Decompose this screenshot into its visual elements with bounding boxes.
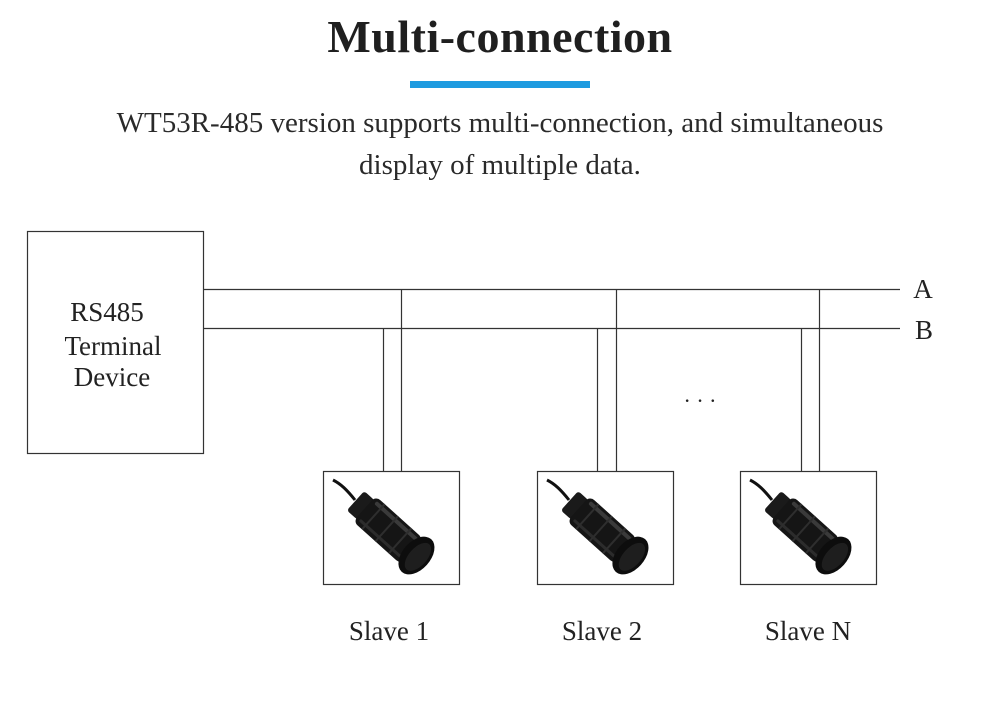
slave-n-box: [739, 470, 878, 586]
slave-1-box: [322, 470, 461, 586]
terminal-device-box: [26, 230, 205, 455]
title-underline: [410, 81, 590, 88]
slave-2-box: [536, 470, 675, 586]
slave-n-connection: [800, 289, 821, 471]
terminal-label-line-2: Terminal: [64, 331, 161, 361]
slave-2-connection: [596, 289, 618, 471]
bus-label-b: B: [915, 315, 933, 345]
terminal-label-line-3: Device: [74, 362, 150, 392]
page-title: Multi-connection: [327, 11, 673, 62]
bus-label-a: A: [913, 274, 933, 304]
slave-1-connection: [382, 289, 403, 471]
description-line-1: WT53R-485 version supports multi-connect…: [116, 107, 884, 139]
more-slaves-ellipsis: · · ·: [684, 388, 717, 413]
slave-1-label: Slave 1: [349, 616, 429, 646]
page-description: WT53R-485 version supports multi-connect…: [30, 102, 970, 186]
slave-2-label: Slave 2: [562, 616, 642, 646]
description-line-2: display of multiple data.: [359, 149, 641, 181]
terminal-label-line-1: RS485: [70, 297, 144, 327]
slave-n-label: Slave N: [765, 616, 851, 646]
